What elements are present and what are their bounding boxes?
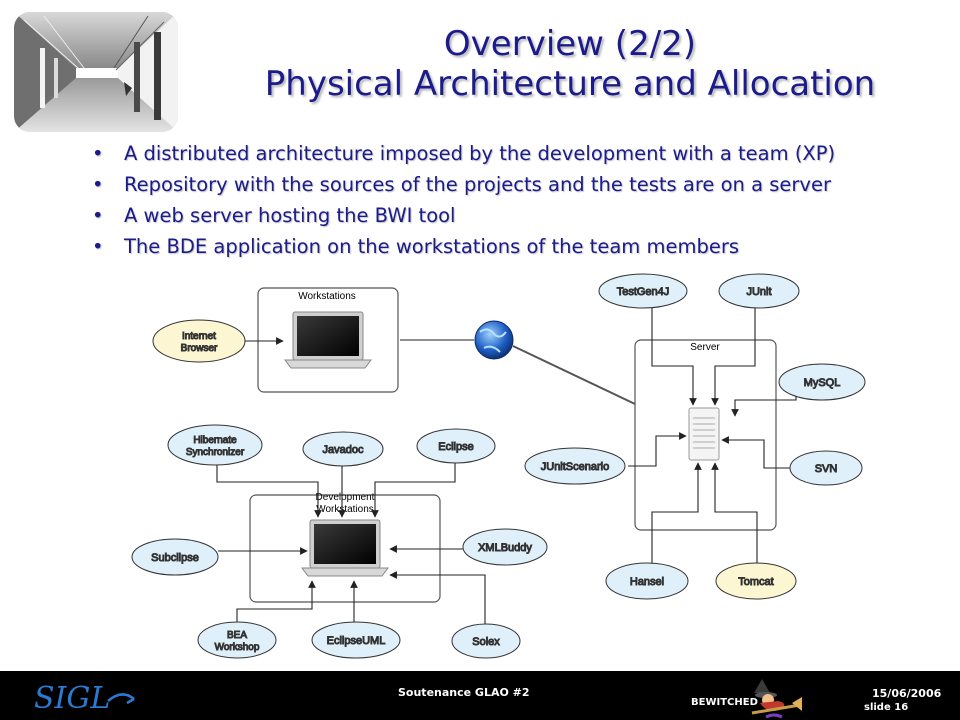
footer-bar: SIGL Soutenance GLAO #2 BEWITCHED 15/06/… bbox=[0, 671, 960, 720]
solex-label: Solex bbox=[472, 636, 500, 648]
svn-node: SVN bbox=[789, 450, 863, 486]
testgen4j-node: TestGen4J bbox=[598, 273, 688, 309]
xmlbuddy-label: XMLBuddy bbox=[478, 542, 532, 554]
eclipseuml-node: EclipseUML bbox=[311, 621, 401, 659]
solex-node: Solex bbox=[451, 623, 521, 659]
bullet-item: •A distributed architecture imposed by t… bbox=[88, 138, 948, 169]
svn-label: SVN bbox=[815, 463, 838, 475]
testgen4j-label: TestGen4J bbox=[617, 286, 670, 298]
javadoc-node: Javadoc bbox=[302, 431, 384, 467]
title-line-2: Physical Architecture and Allocation bbox=[264, 64, 876, 104]
bullet-dot-icon: • bbox=[92, 173, 104, 196]
date-label: 15/06/2006 bbox=[872, 687, 942, 700]
bullet-dot-icon: • bbox=[92, 142, 104, 165]
title-line-1: Overview (2/2) bbox=[443, 24, 697, 64]
corridor-photo bbox=[14, 12, 178, 132]
tomcat-label: Tomcat bbox=[738, 576, 773, 588]
subclipse-node: Subclipse bbox=[131, 538, 219, 576]
junit-node: JUnit bbox=[718, 273, 800, 309]
bullet-item: •The BDE application on the workstations… bbox=[88, 231, 948, 262]
mysql-node: MySQL bbox=[778, 363, 866, 401]
xmlbuddy-node: XMLBuddy bbox=[462, 528, 548, 566]
sigl-logo: SIGL bbox=[30, 679, 140, 719]
eclipseuml-label: EclipseUML bbox=[327, 635, 386, 647]
junit-label: JUnit bbox=[746, 286, 771, 298]
internet-globe-icon bbox=[474, 320, 514, 360]
witch-mascot-icon bbox=[748, 673, 804, 720]
slide-title: Overview (2/2) Physical Architecture and… bbox=[200, 24, 940, 104]
bullet-dot-icon: • bbox=[92, 204, 104, 227]
bullet-item: •Repository with the sources of the proj… bbox=[88, 169, 948, 200]
laptop-icon bbox=[284, 311, 372, 369]
tomcat-node: Tomcat bbox=[715, 562, 797, 600]
bullet-item: •A web server hosting the BWI tool bbox=[88, 200, 948, 231]
event-label: Soutenance GLAO #2 bbox=[398, 686, 530, 699]
workstations-label: Workstations bbox=[298, 291, 356, 302]
dev-laptop-icon bbox=[301, 519, 389, 577]
connectors bbox=[216, 306, 797, 624]
slide-number: slide 16 bbox=[864, 702, 909, 713]
hansel-node: Hansel bbox=[605, 562, 689, 600]
junitscenario-label: JUnitScenario bbox=[541, 461, 609, 473]
bullet-list: •A distributed architecture imposed by t… bbox=[88, 138, 948, 262]
server-label: Server bbox=[690, 342, 720, 353]
eclipse-label: Eclipse bbox=[438, 441, 473, 453]
subclipse-label: Subclipse bbox=[151, 552, 199, 564]
junitscenario-node: JUnitScenario bbox=[524, 447, 626, 485]
bullet-dot-icon: • bbox=[92, 235, 104, 258]
javadoc-label: Javadoc bbox=[323, 444, 364, 456]
eclipse-node: Eclipse bbox=[416, 428, 496, 464]
svg-text:SIGL: SIGL bbox=[34, 681, 110, 715]
team-label: BEWITCHED bbox=[691, 697, 758, 708]
hansel-label: Hansel bbox=[630, 576, 664, 588]
server-icon bbox=[688, 407, 720, 461]
mysql-label: MySQL bbox=[804, 377, 841, 389]
